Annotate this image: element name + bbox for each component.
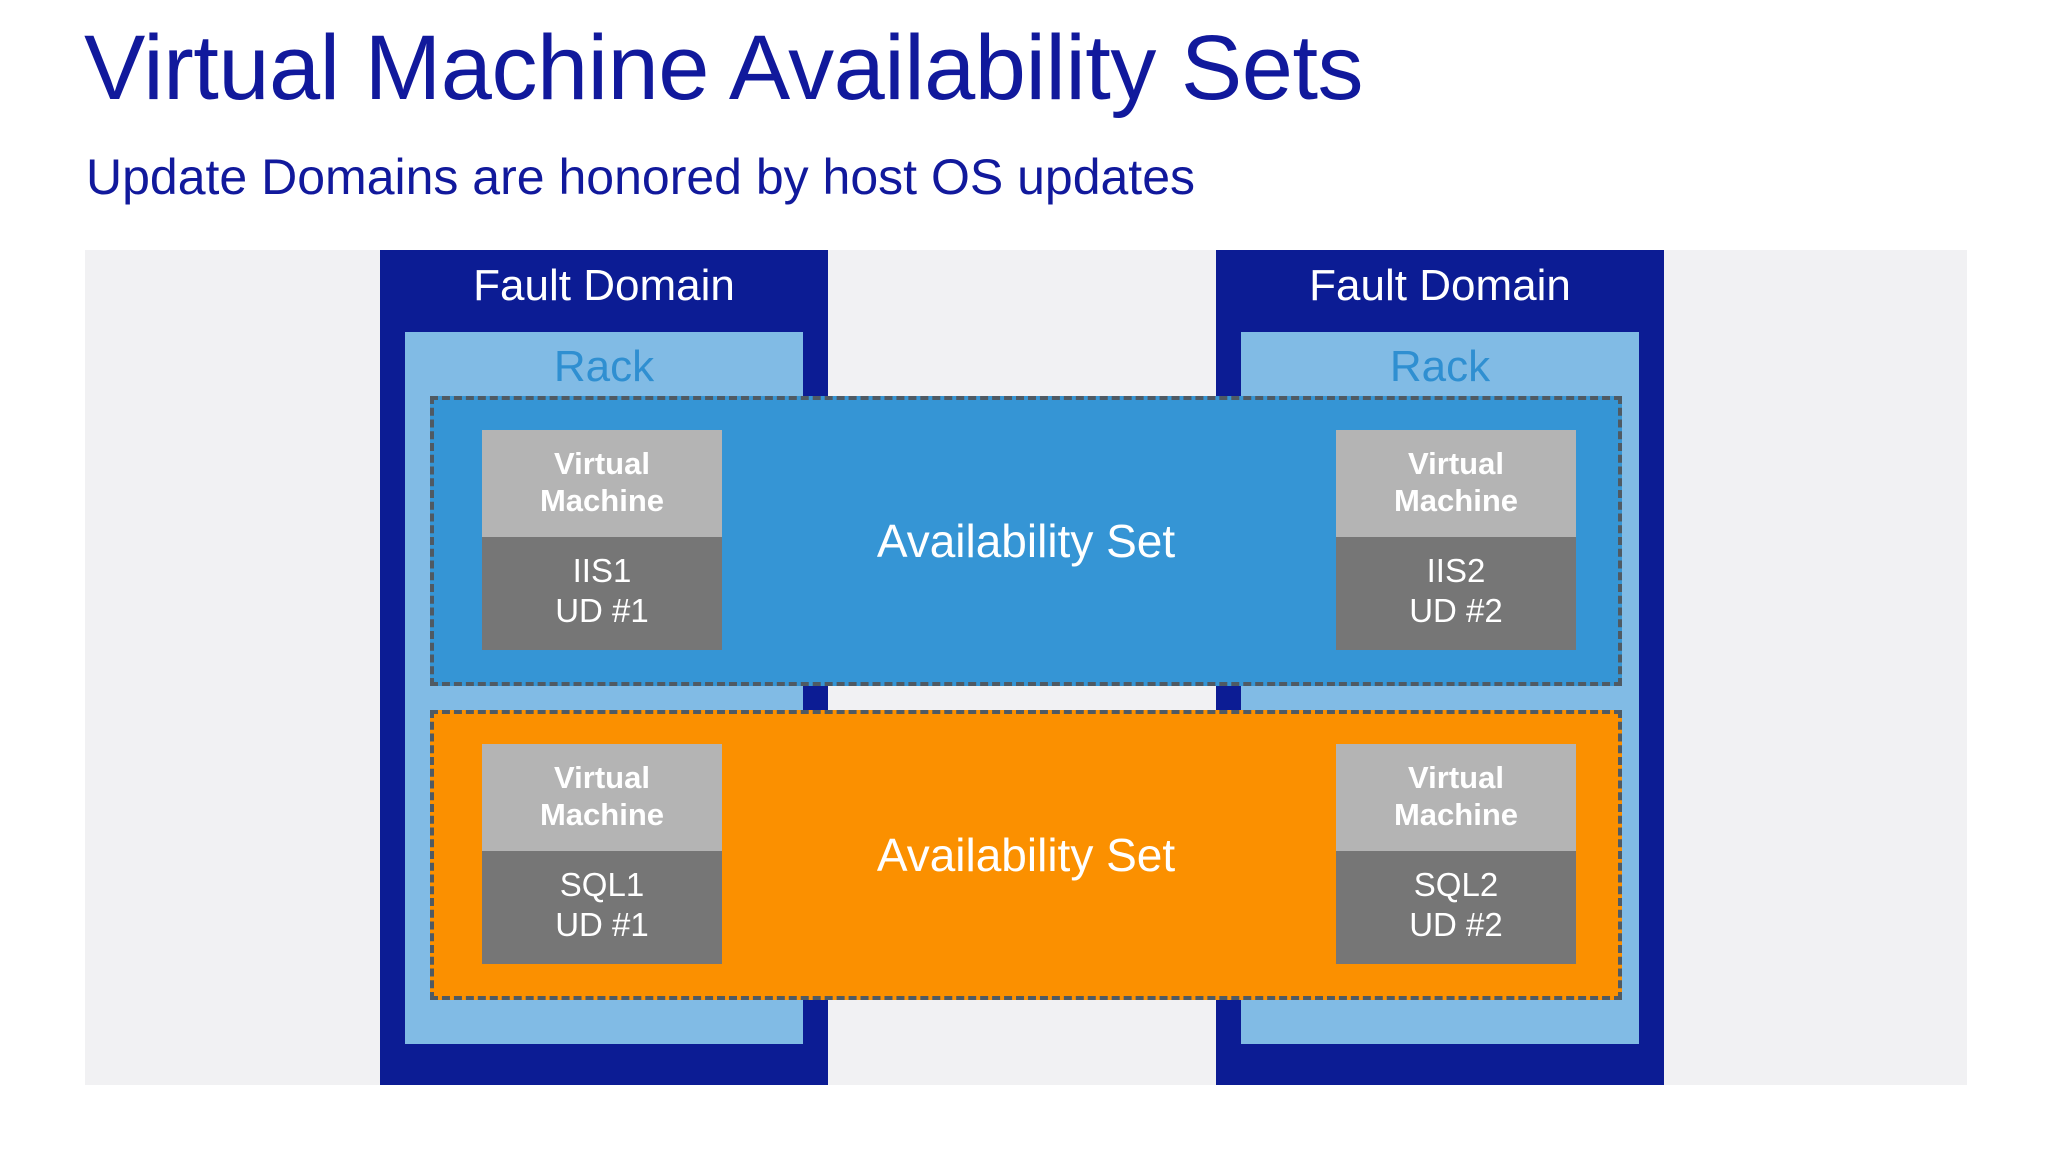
vm-card-sql2-header-line1: Virtual: [1408, 760, 1504, 795]
vm-card-iis1-header-line2: Machine: [539, 482, 665, 518]
vm-card-sql1: Virtual Machine SQL1 UD #1: [482, 744, 722, 964]
availability-set-blue: Availability Set Virtual Machine IIS1 UD…: [430, 396, 1622, 686]
vm-card-iis2-body: IIS2 UD #2: [1336, 537, 1576, 650]
vm-card-iis2-name: IIS2: [1426, 552, 1486, 590]
vm-card-iis2: Virtual Machine IIS2 UD #2: [1336, 430, 1576, 650]
fault-domain-right-label: Fault Domain: [1309, 261, 1571, 310]
page-subtitle: Update Domains are honored by host OS up…: [86, 149, 1196, 205]
vm-card-iis1-body: IIS1 UD #1: [482, 537, 722, 650]
vm-card-sql2-header-line2: Machine: [1393, 796, 1519, 832]
availability-set-orange: Availability Set Virtual Machine SQL1 UD…: [430, 710, 1622, 1000]
vm-card-sql1-update-domain: UD #1: [555, 906, 649, 944]
page-title: Virtual Machine Availability Sets: [84, 17, 1364, 119]
vm-card-sql2-name: SQL2: [1413, 866, 1499, 904]
vm-card-iis1-name: IIS1: [572, 552, 632, 590]
vm-card-iis2-header: Virtual Machine: [1336, 430, 1576, 538]
fault-domain-left-label: Fault Domain: [473, 261, 735, 310]
vm-card-iis1-header-line1: Virtual: [554, 446, 650, 481]
vm-card-iis2-header-line1: Virtual: [1408, 446, 1504, 481]
vm-card-sql1-name: SQL1: [559, 866, 645, 904]
vm-card-sql1-header-line1: Virtual: [554, 760, 650, 795]
vm-card-sql2-header: Virtual Machine: [1336, 744, 1576, 852]
vm-card-sql2-body: SQL2 UD #2: [1336, 851, 1576, 964]
vm-card-sql2: Virtual Machine SQL2 UD #2: [1336, 744, 1576, 964]
vm-card-sql1-body: SQL1 UD #1: [482, 851, 722, 964]
vm-card-iis1: Virtual Machine IIS1 UD #1: [482, 430, 722, 650]
vm-card-iis2-update-domain: UD #2: [1409, 592, 1503, 630]
vm-card-iis2-header-line2: Machine: [1393, 482, 1519, 518]
vm-card-sql2-update-domain: UD #2: [1409, 906, 1503, 944]
rack-left-label: Rack: [553, 342, 655, 391]
rack-right-label: Rack: [1389, 342, 1491, 391]
vm-card-iis1-update-domain: UD #1: [555, 592, 649, 630]
vm-card-sql1-header: Virtual Machine: [482, 744, 722, 852]
vm-card-iis1-header: Virtual Machine: [482, 430, 722, 538]
vm-card-sql1-header-line2: Machine: [539, 796, 665, 832]
